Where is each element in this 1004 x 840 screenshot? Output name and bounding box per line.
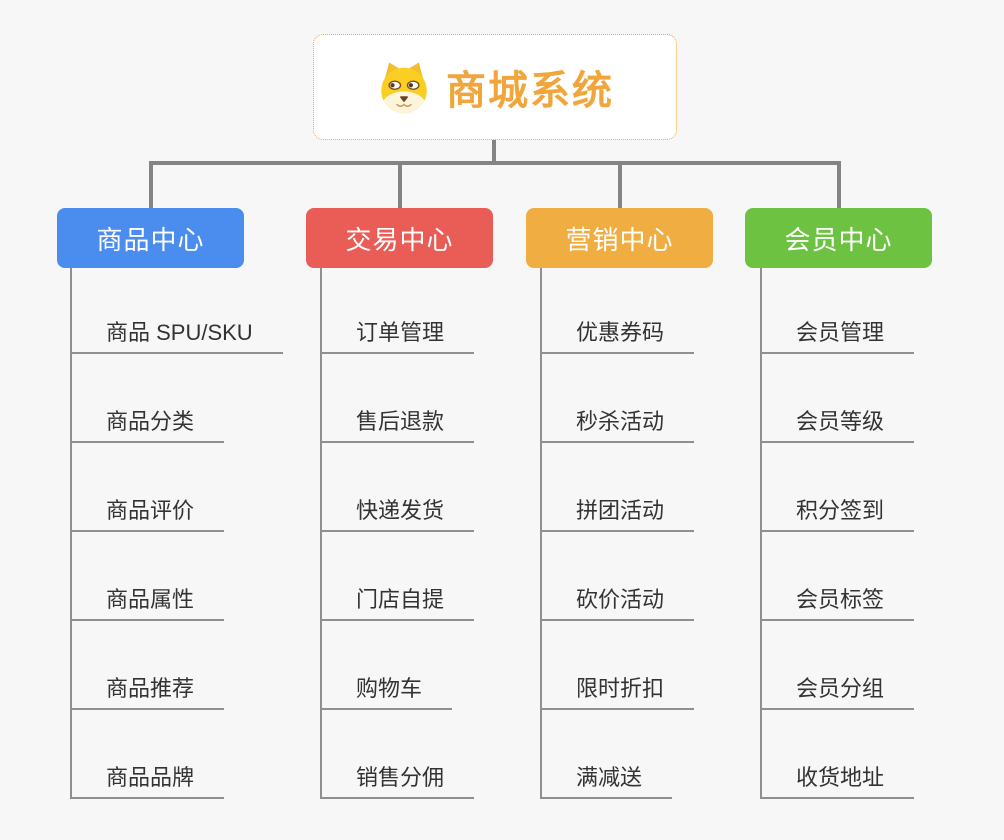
- connector-drop-marketing: [618, 161, 622, 208]
- mindmap-leaf[interactable]: 售后退款: [320, 407, 475, 443]
- column-spine-products: [70, 268, 72, 799]
- mindmap-leaf[interactable]: 会员分组: [760, 674, 915, 710]
- connector-horizontal-bar: [149, 161, 840, 165]
- branch-header-marketing-center[interactable]: 营销中心: [526, 208, 713, 268]
- connector-drop-trade: [398, 161, 402, 208]
- mindmap-leaf[interactable]: 收货地址: [760, 763, 915, 799]
- connector-root-stem: [492, 140, 496, 165]
- mindmap-leaf[interactable]: 满减送: [540, 763, 673, 799]
- mindmap-leaf[interactable]: 商品评价: [70, 496, 225, 532]
- mindmap-leaf[interactable]: 快递发货: [320, 496, 475, 532]
- mindmap-leaf[interactable]: 订单管理: [320, 318, 475, 354]
- mindmap-leaf[interactable]: 优惠券码: [540, 318, 695, 354]
- mindmap-leaf[interactable]: 购物车: [320, 674, 453, 710]
- mindmap-leaf[interactable]: 门店自提: [320, 585, 475, 621]
- branch-header-member-center[interactable]: 会员中心: [745, 208, 932, 268]
- column-spine-marketing: [540, 268, 542, 799]
- mindmap-leaf[interactable]: 销售分佣: [320, 763, 475, 799]
- column-spine-members: [760, 268, 762, 799]
- mindmap-leaf[interactable]: 商品分类: [70, 407, 225, 443]
- mindmap-leaf[interactable]: 商品推荐: [70, 674, 225, 710]
- mindmap-leaf[interactable]: 积分签到: [760, 496, 915, 532]
- mindmap-leaf[interactable]: 限时折扣: [540, 674, 695, 710]
- connector-drop-members: [837, 161, 841, 208]
- mindmap-leaf[interactable]: 会员管理: [760, 318, 915, 354]
- mindmap-leaf[interactable]: 会员标签: [760, 585, 915, 621]
- dog-face-icon: [376, 59, 432, 115]
- mindmap-leaf[interactable]: 砍价活动: [540, 585, 695, 621]
- mindmap-leaf[interactable]: 商品 SPU/SKU: [70, 318, 283, 354]
- connector-drop-products: [149, 161, 153, 208]
- column-spine-trade: [320, 268, 322, 799]
- root-node[interactable]: 商城系统: [313, 34, 677, 140]
- mindmap-leaf[interactable]: 拼团活动: [540, 496, 695, 532]
- mindmap-leaf[interactable]: 会员等级: [760, 407, 915, 443]
- mindmap-leaf[interactable]: 商品属性: [70, 585, 225, 621]
- root-title: 商城系统: [446, 69, 614, 113]
- mindmap-leaf[interactable]: 秒杀活动: [540, 407, 695, 443]
- branch-header-trade-center[interactable]: 交易中心: [306, 208, 493, 268]
- mindmap-leaf[interactable]: 商品品牌: [70, 763, 225, 799]
- branch-header-product-center[interactable]: 商品中心: [57, 208, 244, 268]
